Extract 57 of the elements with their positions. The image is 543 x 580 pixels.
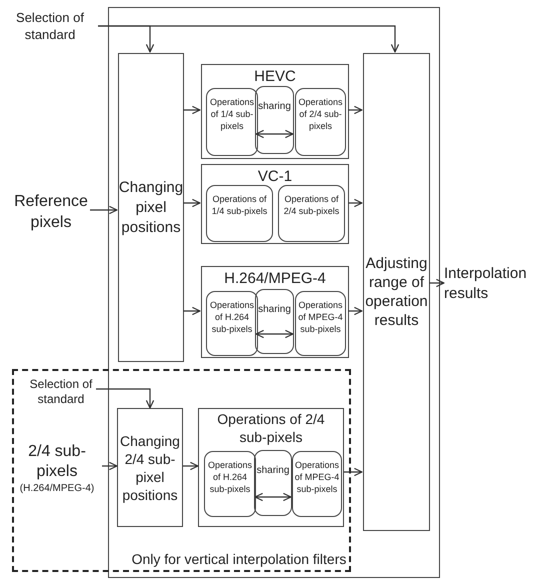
box-label: Changing pixel positions xyxy=(118,178,184,238)
arrow xyxy=(90,206,118,214)
rounded-box xyxy=(278,185,345,242)
box-label: Operations of MPEG-4 sub-pixels xyxy=(297,299,344,335)
arrow xyxy=(348,106,363,114)
group-title: Operations of 2/4 sub-pixels xyxy=(217,411,325,445)
double-arrow xyxy=(254,492,292,502)
edge-label: sharing xyxy=(254,450,292,516)
arrow xyxy=(183,306,201,316)
box-label: Operations of MPEG-4 sub-pixels xyxy=(294,459,340,495)
double-arrow xyxy=(255,330,294,338)
group-box xyxy=(198,408,344,527)
rounded-box xyxy=(206,291,258,356)
region-note: Only for vertical interpolation filters xyxy=(132,551,346,567)
text-label: 2/4 sub-pixels xyxy=(27,442,87,482)
arrow xyxy=(429,278,445,288)
box-label: Operations of 1/4 sub-pixels xyxy=(208,96,256,132)
rounded-box xyxy=(295,88,346,156)
box-label: Operations of H.264 sub-pixels xyxy=(206,459,254,495)
rounded-box xyxy=(295,291,346,356)
text-label: Selection of standard xyxy=(2,8,98,44)
group-box xyxy=(201,64,349,159)
arrow xyxy=(183,198,201,208)
process-box xyxy=(117,408,183,527)
arrow xyxy=(348,198,363,208)
rounded-box xyxy=(292,451,342,517)
arrow xyxy=(183,462,199,470)
group-box xyxy=(201,164,349,244)
box-label: Operations of 1/4 sub-pixels xyxy=(210,193,268,217)
box-label: Operations of 2/4 sub-pixels xyxy=(297,96,344,132)
group-box xyxy=(201,266,349,358)
process-box xyxy=(363,53,430,531)
group-title: H.264/MPEG-4 xyxy=(224,270,326,287)
arrow xyxy=(96,388,154,409)
rounded-box xyxy=(206,185,273,242)
note-label: (H.264/MPEG-4) xyxy=(20,482,94,494)
double-arrow xyxy=(255,130,294,138)
text-label: Reference pixels xyxy=(12,190,90,234)
edge-label: sharing xyxy=(255,289,294,354)
arrow xyxy=(183,106,201,114)
box-label: Operations of H.264 sub-pixels xyxy=(208,299,256,335)
frame-box xyxy=(108,7,440,578)
process-box xyxy=(118,53,184,362)
arrow xyxy=(348,306,363,316)
box-label: Operations of 2/4 sub-pixels xyxy=(282,193,340,217)
text-label: Interpolation results xyxy=(444,263,541,305)
group-title: HEVC xyxy=(254,68,296,85)
box-label: Adjusting range of operation results xyxy=(364,254,429,330)
box-label: Changing 2/4 sub-pixel positions xyxy=(119,432,181,504)
arrow xyxy=(344,468,363,476)
arrow xyxy=(98,25,400,53)
edge-label: sharing xyxy=(255,86,294,154)
rounded-box xyxy=(204,451,256,517)
arrow xyxy=(102,462,118,470)
text-label: Selection of standard xyxy=(24,376,98,408)
group-title: VC-1 xyxy=(258,168,292,185)
rounded-box xyxy=(206,88,258,156)
